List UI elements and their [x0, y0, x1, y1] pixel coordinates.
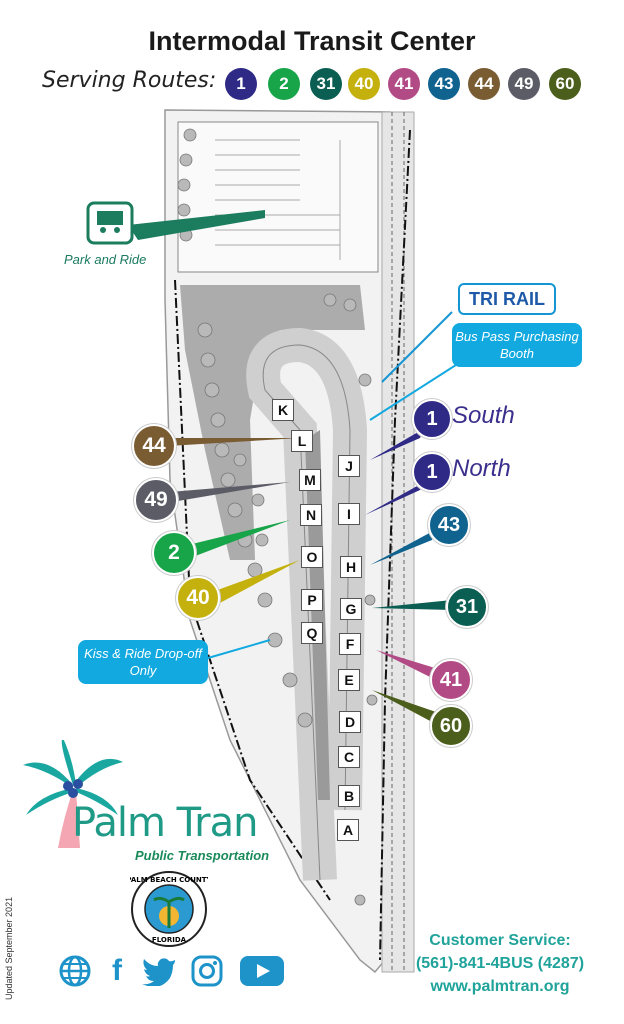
- route-pointers: [168, 311, 471, 722]
- brand-name: Palm Tran: [72, 800, 258, 846]
- bay-c: C: [338, 746, 360, 768]
- route-40-marker: 40: [176, 576, 220, 620]
- bay-h: H: [340, 556, 362, 578]
- property-line-west: [174, 279, 331, 901]
- pointer-1-south: [370, 428, 425, 460]
- tri-rail-logo: TRI RAIL: [458, 283, 556, 315]
- seal-top-text: PALM BEACH COUNTY: [130, 876, 208, 884]
- customer-service-website[interactable]: www.palmtran.org: [430, 978, 570, 995]
- park-and-ride-label: Park and Ride: [64, 252, 147, 267]
- pointer-31: [372, 600, 452, 610]
- pointer-41: [376, 650, 435, 678]
- route-60-marker: 60: [430, 705, 472, 747]
- bay-e: E: [338, 669, 360, 691]
- property-line: [379, 129, 411, 961]
- route-1-south-marker: 1: [412, 399, 452, 439]
- routes-label: Serving Routes:: [42, 68, 217, 93]
- route-badge-40: 40: [348, 68, 380, 100]
- trees: [177, 128, 378, 906]
- park-ride-icon-car: [97, 211, 123, 225]
- bus-pass-booth-label: Bus Pass Purchasing Booth: [455, 329, 579, 361]
- pointer-43: [370, 530, 435, 565]
- globe-icon[interactable]: [56, 952, 94, 990]
- bay-m: M: [299, 469, 321, 491]
- route-badge-1: 1: [225, 68, 257, 100]
- pointer-40: [212, 560, 300, 604]
- route-1-south-label: South: [452, 402, 515, 429]
- route-badge-2: 2: [268, 68, 300, 100]
- page-title: Intermodal Transit Center: [148, 26, 476, 56]
- bus-loop-edge: [262, 344, 351, 881]
- pointer-trirail: [381, 311, 453, 383]
- bay-n: N: [300, 504, 322, 526]
- route-44-marker: 44: [132, 424, 176, 468]
- route-41-marker: 41: [430, 659, 472, 701]
- route-badge-49: 49: [508, 68, 540, 100]
- route-badge-41: 41: [388, 68, 420, 100]
- bay-d: D: [339, 711, 361, 733]
- park-ride-pointer: [128, 210, 265, 240]
- twitter-icon[interactable]: [140, 952, 178, 990]
- bay-b: B: [338, 785, 360, 807]
- bay-p: P: [301, 589, 323, 611]
- kiss-and-ride-label: Kiss & Ride Drop-off Only: [84, 646, 202, 678]
- bay-o: O: [301, 546, 323, 568]
- brand-tagline: Public Transportation: [135, 848, 270, 863]
- customer-service-phone[interactable]: (561)-841-4BUS (4287): [415, 955, 585, 972]
- route-1-north-label: North: [452, 455, 511, 482]
- bay-k: K: [272, 399, 294, 421]
- route-badge-44: 44: [468, 68, 500, 100]
- facebook-icon[interactable]: f: [112, 954, 122, 987]
- parking-lot: [177, 121, 379, 273]
- bay-f: F: [339, 633, 361, 655]
- parking-stripes: [215, 139, 341, 260]
- bus-pass-booth-callout: Bus Pass Purchasing Booth: [452, 323, 582, 367]
- bay-l: L: [291, 430, 313, 452]
- palm-tree-logo: [23, 740, 123, 848]
- bay-q: Q: [301, 622, 323, 644]
- pointer-60: [372, 690, 436, 722]
- pointer-44: [168, 438, 300, 446]
- route-31-marker: 31: [446, 586, 488, 628]
- route-badge-31: 31: [310, 68, 342, 100]
- bay-i: I: [338, 503, 360, 525]
- route-1-north-marker: 1: [412, 452, 452, 492]
- transit-center-map: [86, 109, 471, 974]
- customer-service-title: Customer Service:: [429, 932, 571, 949]
- seal-bottom-text: FLORIDA: [152, 936, 187, 944]
- kiss-and-ride-callout: Kiss & Ride Drop-off Only: [78, 640, 208, 684]
- route-49-marker: 49: [134, 478, 178, 522]
- route-badge-43: 43: [428, 68, 460, 100]
- route-badge-60: 60: [549, 68, 581, 100]
- bay-j: J: [338, 455, 360, 477]
- pointer-2: [188, 520, 290, 558]
- route-43-marker: 43: [428, 504, 470, 546]
- pointer-kissride: [207, 639, 271, 659]
- rail-corridor: [381, 111, 415, 973]
- county-seal: PALM BEACH COUNTY FLORIDA: [130, 871, 208, 947]
- instagram-icon[interactable]: [188, 952, 226, 990]
- youtube-icon[interactable]: [238, 952, 286, 990]
- pointer-booth: [369, 355, 471, 421]
- pointer-1-north: [365, 480, 428, 515]
- bay-g: G: [340, 598, 362, 620]
- route-2-marker: 2: [152, 531, 196, 575]
- bay-a: A: [337, 819, 359, 841]
- updated-date: Updated September 2021: [4, 896, 14, 1000]
- pointer-49: [170, 482, 290, 502]
